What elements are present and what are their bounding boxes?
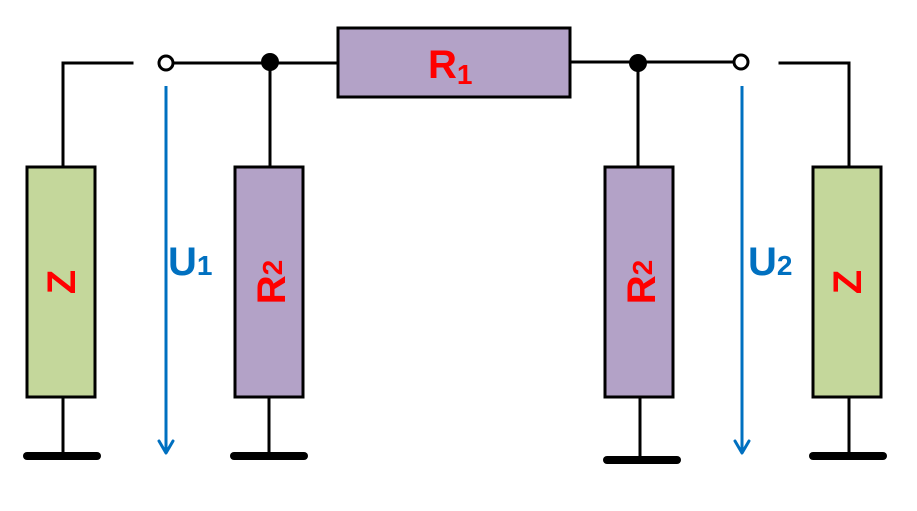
u2-label: U2 [748,240,792,284]
r1-label: R1 [428,43,472,90]
u1-label: U1 [168,240,212,284]
right-r2-resistor [603,165,675,399]
left-r2-label: R2 [250,260,294,304]
right-r2-branch: R2 [603,61,681,464]
r1-series-branch: R1 [336,26,572,99]
right-load-branch: Z [778,61,887,460]
right-z-impedance [811,165,883,399]
u2-arrow-head [733,439,751,455]
right-z-label: Z [826,270,870,294]
u2-voltage-arrow: U2 [733,86,792,455]
right-load-wire [778,61,851,169]
left-z-label: Z [40,270,84,294]
input-terminal [157,54,175,72]
left-r2-resistor [233,165,305,399]
right-r2-label: R2 [620,260,664,304]
left-r2-branch: R2 [230,60,308,460]
left-z-impedance [25,165,97,399]
left-load-wire [61,61,134,169]
output-terminal [732,53,750,71]
u1-voltage-arrow: U1 [157,86,212,455]
u1-arrow-head [157,439,175,455]
left-load-branch: Z [23,61,134,460]
